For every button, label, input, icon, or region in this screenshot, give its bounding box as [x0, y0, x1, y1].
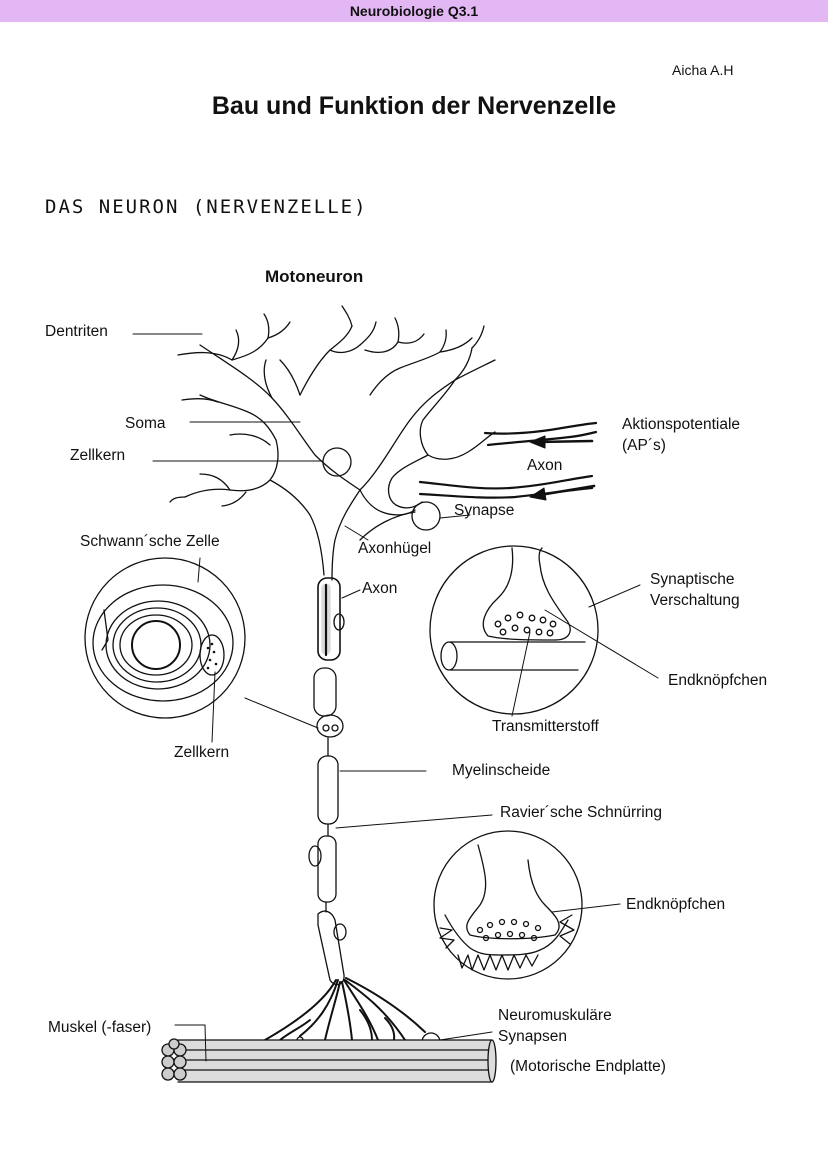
label-ap-1: Aktionspotentiale	[622, 416, 740, 433]
author-name: Aicha A.H	[672, 62, 734, 78]
schwann-cell-zoom	[84, 557, 246, 719]
label-ranvier: Ravier´sche Schnürring	[500, 804, 662, 821]
label-axonhuegel: Axonhügel	[358, 540, 431, 557]
label-myelin: Myelinscheide	[452, 762, 550, 779]
label-zellkern: Zellkern	[70, 447, 125, 464]
terminal-branches	[264, 977, 426, 1041]
axon-trunk	[308, 577, 347, 986]
synapse-zoom	[429, 545, 599, 715]
soma-outline	[169, 305, 496, 581]
label-schwann: Schwann´sche Zelle	[80, 533, 220, 550]
label-endknoepfchen-2: Endknöpfchen	[626, 896, 725, 913]
label-endknoepfchen-1: Endknöpfchen	[668, 672, 767, 689]
label-synapse: Synapse	[454, 502, 514, 519]
label-muskel: Muskel (-faser)	[48, 1019, 151, 1036]
section-heading: DAS NEURON (NERVENZELLE)	[45, 196, 368, 218]
label-soma: Soma	[125, 415, 166, 432]
neuromuscular-zoom	[433, 830, 583, 980]
label-synverschaltung-2: Verschaltung	[650, 592, 740, 609]
label-synverschaltung-1: Synaptische	[650, 571, 734, 588]
label-neuromuskulaer-2: Synapsen	[498, 1028, 567, 1045]
incoming-axons	[418, 421, 598, 499]
page-title: Bau und Funktion der Nervenzelle	[211, 92, 617, 120]
axon-to-synapse	[359, 511, 416, 541]
label-axon: Axon	[362, 580, 397, 597]
header-bar: Neurobiologie Q3.1	[0, 0, 828, 22]
label-dentriten: Dentriten	[45, 323, 108, 340]
label-endplatte: (Motorische Endplatte)	[510, 1058, 666, 1075]
nucleus-circle	[322, 447, 352, 477]
muscle-fiber	[161, 1038, 497, 1083]
label-neuromuskulaer-1: Neuromuskuläre	[498, 1007, 612, 1024]
course-label: Neurobiologie Q3.1	[349, 3, 479, 19]
arrow-icon	[529, 435, 596, 501]
label-axon-top: Axon	[527, 457, 562, 474]
diagram-title: Motoneuron	[265, 267, 364, 286]
label-zellkern-schwann: Zellkern	[174, 744, 229, 761]
leader-lines	[132, 333, 659, 1062]
label-transmitter: Transmitterstoff	[492, 718, 599, 735]
synapse-circle	[411, 501, 441, 531]
label-ap-2: (AP´s)	[622, 437, 666, 454]
